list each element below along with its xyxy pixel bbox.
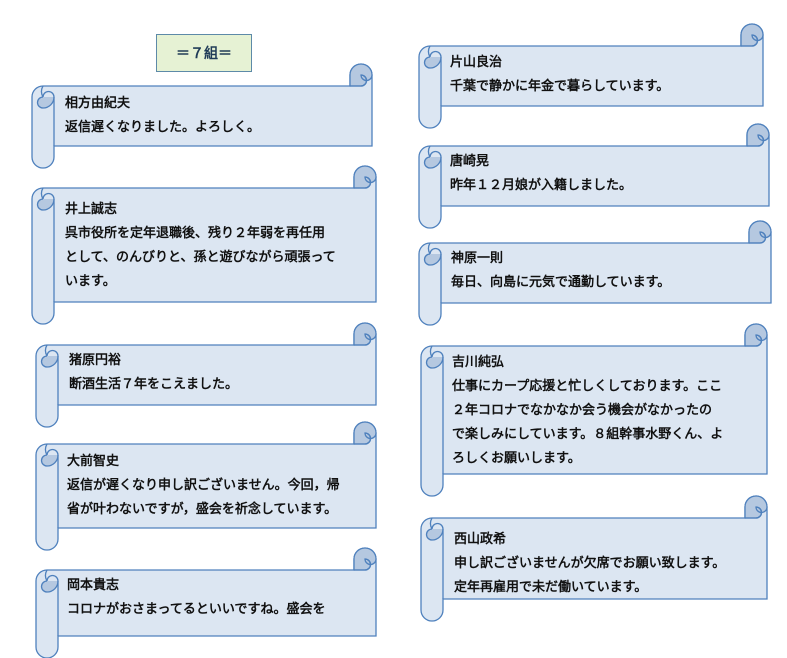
class-header-title: ＝７組＝ <box>176 46 232 62</box>
sender-name: 井上誠志 <box>65 202 118 217</box>
message-text: 返信遅くなりました。よろしく。 <box>65 120 261 135</box>
message-scroll: 神原一則 毎日、向島に元気で通勤しています。 <box>418 220 772 326</box>
scroll-shape <box>420 323 768 497</box>
sender-name: 西山政希 <box>454 532 507 547</box>
sender-name: 相方由紀夫 <box>65 96 131 111</box>
sender-name: 片山良治 <box>450 55 503 70</box>
message-text: 呉市役所を定年退職後、残り２年弱を再任用 として、のんびりと、孫と遊びながら頑張… <box>65 226 336 289</box>
message-text: 申し訳ございませんが欠席でお願い致します。 定年再雇用で未だ働いています。 <box>454 556 726 595</box>
scroll-shape <box>35 421 377 551</box>
sender-name: 岡本貴志 <box>67 578 120 593</box>
sender-name: 神原一則 <box>451 251 504 266</box>
message-scroll: 猪原円裕 断酒生活７年をこえました。 <box>35 322 377 428</box>
sender-name: 大前智史 <box>67 454 120 469</box>
message-text: 毎日、向島に元気で通勤しています。 <box>451 275 671 290</box>
scroll-shape <box>418 220 772 326</box>
message-scroll: 井上誠志 呉市役所を定年退職後、残り２年弱を再任用 として、のんびりと、孫と遊び… <box>31 165 377 325</box>
scroll-shape <box>418 23 764 129</box>
sender-name: 唐崎晃 <box>450 154 490 169</box>
scroll-shape <box>31 63 373 169</box>
sender-name: 猪原円裕 <box>69 353 122 368</box>
message-scroll: 吉川純弘 仕事にカープ応援と忙しくしております。ここ ２年コロナでなかなか会う機… <box>420 323 768 497</box>
message-scroll: 相方由紀夫 返信遅くなりました。よろしく。 <box>31 63 373 169</box>
message-text: コロナがおさまってるといいですね。盛会を <box>67 602 326 617</box>
message-text: 断酒生活７年をこえました。 <box>69 377 239 392</box>
scroll-shape <box>420 495 768 622</box>
message-text: 仕事にカープ応援と忙しくしております。ここ ２年コロナでなかなか会う機会がなかっ… <box>452 379 724 466</box>
message-text: 千葉で静かに年金で暮らしています。 <box>450 79 670 94</box>
scroll-shape <box>35 322 377 428</box>
message-scroll: 唐崎晃 昨年１２月娘が入籍しました。 <box>418 123 770 229</box>
scroll-shape <box>31 165 377 325</box>
message-text: 昨年１２月娘が入籍しました。 <box>450 178 633 193</box>
scroll-shape <box>418 123 770 229</box>
sender-name: 吉川純弘 <box>452 355 505 370</box>
message-scroll: 西山政希 申し訳ございませんが欠席でお願い致します。 定年再雇用で未だ働いていま… <box>420 495 768 622</box>
message-scroll: 岡本貴志 コロナがおさまってるといいですね。盛会を <box>35 547 377 658</box>
message-scroll: 片山良治 千葉で静かに年金で暮らしています。 <box>418 23 764 129</box>
class-header: ＝７組＝ <box>156 34 252 72</box>
message-text: 返信が遅くなり申し訳ございません。今回，帰 省が叶わないですが，盛会を祈念してい… <box>67 478 340 517</box>
message-scroll: 大前智史 返信が遅くなり申し訳ございません。今回，帰 省が叶わないですが，盛会を… <box>35 421 377 551</box>
